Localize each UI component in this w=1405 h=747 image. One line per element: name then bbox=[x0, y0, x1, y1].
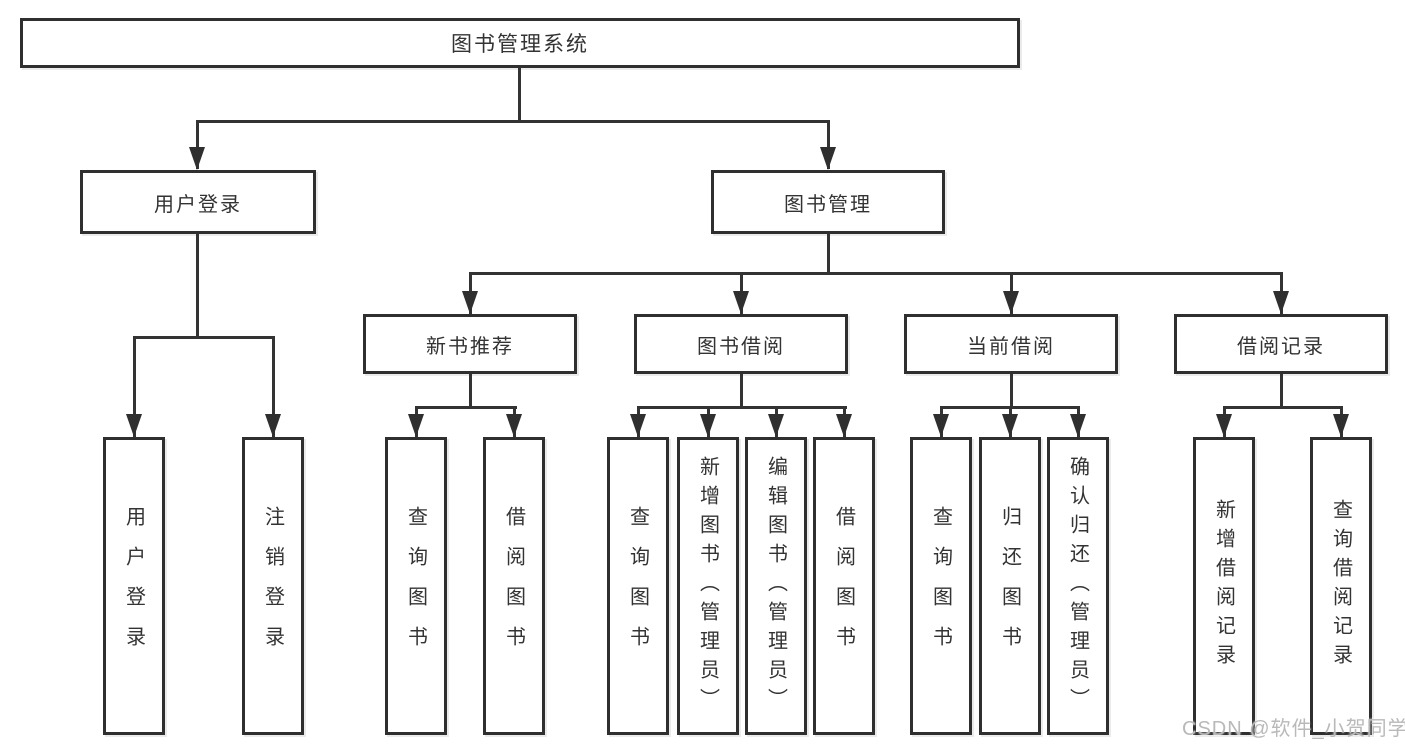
connector-borrow-records-branch bbox=[1223, 406, 1343, 409]
leaf-borrow-books-1: 借阅图书 bbox=[483, 437, 545, 735]
leaf-query-books-3: 查询图书 bbox=[910, 437, 972, 735]
arrow-to-leaf-edit-books bbox=[768, 414, 784, 437]
leaf-confirm-return-admin: 确认归还（管理员） bbox=[1047, 437, 1109, 735]
connector-current-borrow-stem bbox=[1010, 374, 1013, 409]
node-library-management-system: 图书管理系统 bbox=[20, 18, 1020, 68]
csdn-watermark: CSDN @软件_小贺同学 bbox=[1182, 718, 1405, 740]
connector-root-branch bbox=[196, 120, 830, 123]
connector-book-management-stem bbox=[827, 234, 830, 275]
leaf-query-books-1: 查询图书 bbox=[385, 437, 447, 735]
leaf-query-books-2: 查询图书 bbox=[607, 437, 669, 735]
connector-new-books-branch bbox=[415, 406, 517, 409]
arrow-to-leaf-query-books-1 bbox=[408, 414, 424, 437]
node-user-login: 用户登录 bbox=[80, 170, 316, 234]
arrow-to-leaf-return-books bbox=[1002, 414, 1018, 437]
arrow-to-user-login bbox=[189, 147, 205, 170]
arrow-to-book-management bbox=[820, 147, 836, 170]
arrow-to-leaf-borrow-books-1 bbox=[506, 414, 522, 437]
node-current-borrowing: 当前借阅 bbox=[904, 314, 1118, 374]
connector-to-leaf-logout bbox=[272, 336, 275, 437]
arrow-to-leaf-query-record bbox=[1333, 414, 1349, 437]
arrow-to-new-book-recommendation bbox=[462, 291, 478, 314]
connector-user-login-branch bbox=[133, 336, 275, 339]
connector-user-login-stem bbox=[196, 234, 199, 339]
connector-book-management-branch bbox=[469, 272, 1283, 275]
connector-book-borrow-branch bbox=[637, 406, 847, 409]
arrow-to-leaf-query-books-2 bbox=[630, 414, 646, 437]
connector-to-book-management bbox=[827, 120, 830, 169]
node-borrowing-records: 借阅记录 bbox=[1174, 314, 1388, 374]
arrow-to-leaf-user-login bbox=[126, 414, 142, 437]
connector-to-user-login bbox=[196, 120, 199, 169]
leaf-query-borrow-record: 查询借阅记录 bbox=[1310, 437, 1372, 735]
arrow-to-leaf-confirm-return bbox=[1070, 414, 1086, 437]
connector-borrow-records-stem bbox=[1280, 374, 1283, 409]
connector-book-borrow-stem bbox=[740, 374, 743, 409]
arrow-to-leaf-logout bbox=[265, 414, 281, 437]
leaf-return-books: 归还图书 bbox=[979, 437, 1041, 735]
arrow-to-current-borrowing bbox=[1003, 291, 1019, 314]
leaf-add-borrow-record: 新增借阅记录 bbox=[1193, 437, 1255, 735]
arrow-to-leaf-query-books-3 bbox=[933, 414, 949, 437]
leaf-logout-login: 注销登录 bbox=[242, 437, 304, 735]
node-book-management: 图书管理 bbox=[711, 170, 945, 234]
leaf-borrow-books-2: 借阅图书 bbox=[813, 437, 875, 735]
connector-root-stem bbox=[518, 68, 521, 122]
leaf-edit-books-admin: 编辑图书（管理员） bbox=[745, 437, 807, 735]
arrow-to-leaf-borrow-books-2 bbox=[836, 414, 852, 437]
node-new-book-recommendation: 新书推荐 bbox=[363, 314, 577, 374]
leaf-add-books-admin: 新增图书（管理员） bbox=[677, 437, 739, 735]
arrow-to-borrowing-records bbox=[1273, 291, 1289, 314]
arrow-to-leaf-add-books bbox=[700, 414, 716, 437]
arrow-to-book-borrowing bbox=[733, 291, 749, 314]
leaf-user-login: 用户登录 bbox=[103, 437, 165, 735]
connector-new-books-stem bbox=[469, 374, 472, 409]
connector-to-leaf-user-login bbox=[133, 336, 136, 437]
arrow-to-leaf-add-record bbox=[1216, 414, 1232, 437]
node-book-borrowing: 图书借阅 bbox=[634, 314, 848, 374]
